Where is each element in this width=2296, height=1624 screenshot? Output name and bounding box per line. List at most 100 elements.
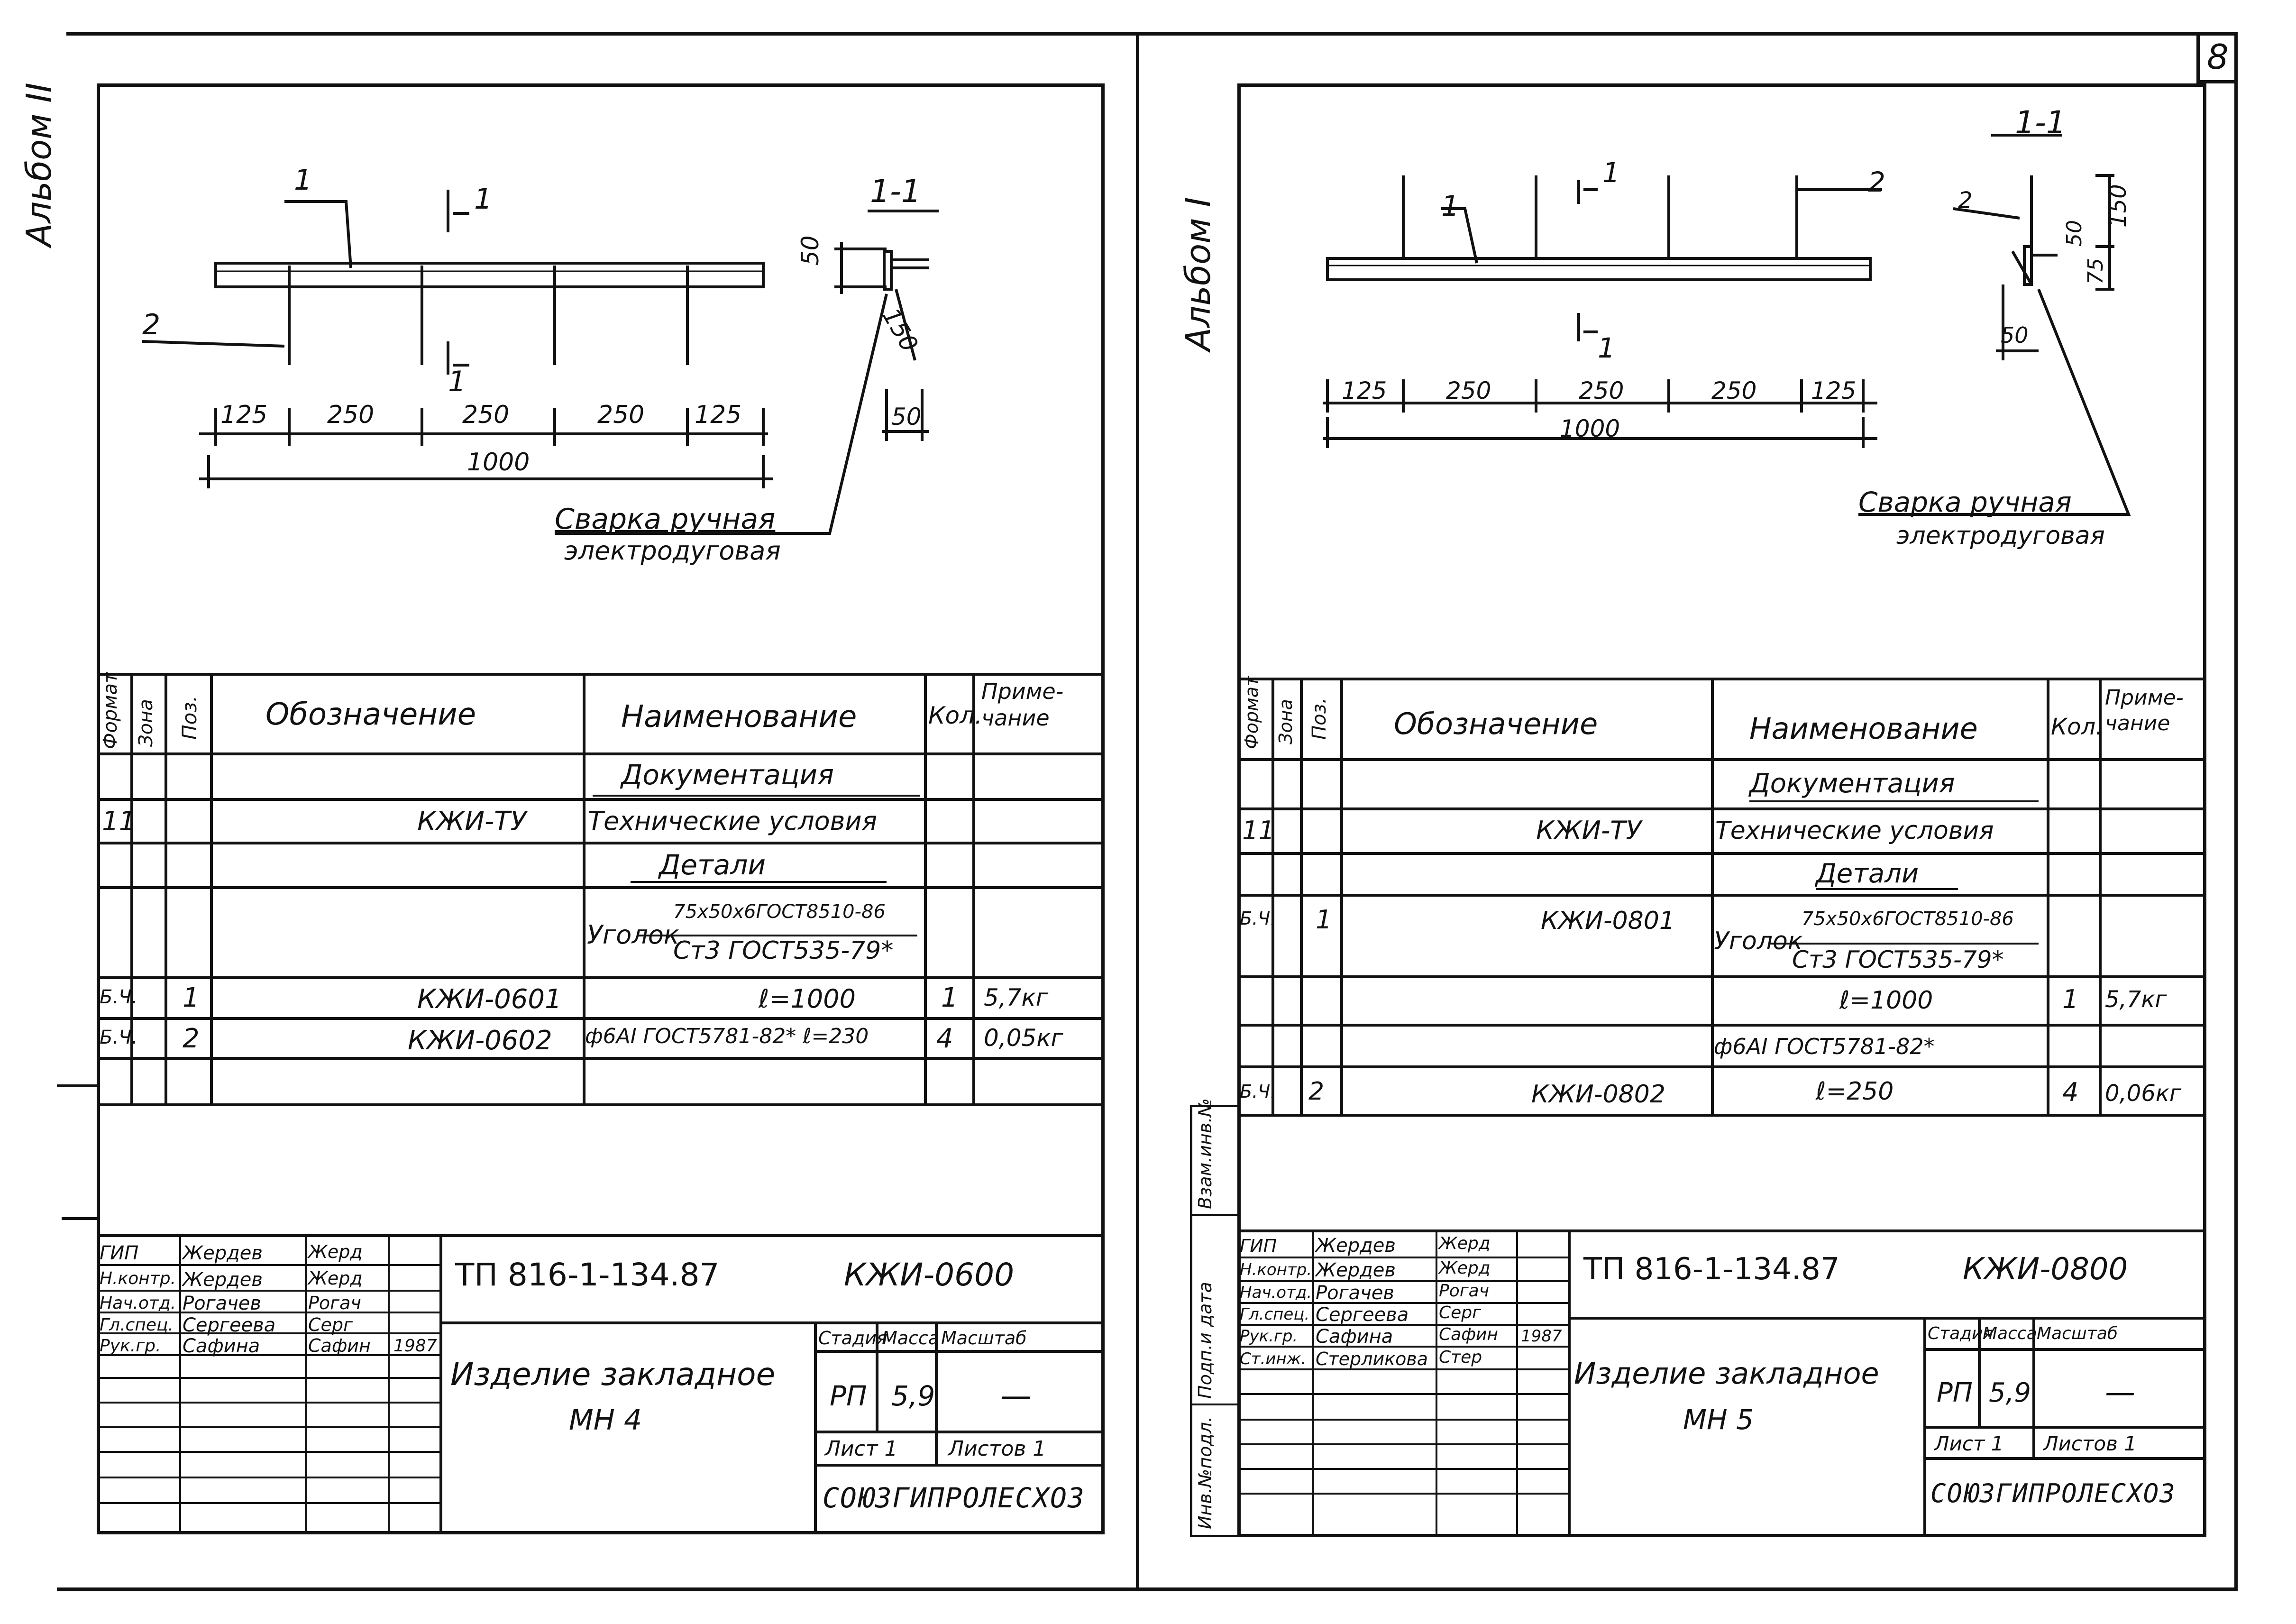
right-stamp-date-5: 1987 (1521, 1327, 1562, 1346)
right-stamp-name-2: Жердев (1316, 1259, 1396, 1281)
left-stamp-sign-1: Жерд (308, 1241, 363, 1262)
right-side-dim-1: 2 (1958, 187, 1973, 214)
right-stamp-role-4: Гл.спец. (1240, 1305, 1310, 1324)
left-stamp-stage-label: Стадия (818, 1328, 887, 1349)
top-border-line (66, 32, 2238, 36)
right-angle-top: 75х50х6ГОСТ8510-86 (1802, 908, 2014, 930)
right-doc-name: Технические условия (1715, 817, 1994, 845)
center-divider-line (1136, 32, 1139, 1587)
left-row2-name: ф6АI ГОСТ5781-82* ℓ=230 (585, 1024, 869, 1048)
right-section-mark-top: 1 (1602, 156, 1620, 189)
left-row2-qty: 4 (936, 1023, 953, 1054)
right-stamp-title-line2: МН 5 (1683, 1404, 1754, 1436)
right-stamp-mass-label: Масса (1983, 1324, 2037, 1343)
right-dim-2: 250 (1446, 377, 1491, 404)
right-side-label-sign: Подп.и дата (1195, 1282, 1216, 1399)
right-stamp-scale-label: Масштаб (2037, 1324, 2118, 1343)
left-details-section: Детали (659, 849, 766, 881)
left-row1-name: ℓ=1000 (759, 984, 856, 1014)
left-leader-1: 1 (294, 164, 312, 197)
left-angle-bottom: Ст3 ГОСТ535-79* (673, 936, 894, 965)
left-stamp-sign-5: Сафин (308, 1335, 371, 1356)
left-dim-total: 1000 (467, 448, 530, 477)
left-stamp-mass: 5,9 (891, 1380, 935, 1412)
left-stamp-code: КЖИ-0600 (844, 1257, 1015, 1293)
right-side-strip-top (1190, 1105, 1237, 1107)
right-dim-3: 250 (1579, 377, 1624, 404)
left-stamp-stage: РП (830, 1380, 867, 1412)
left-doc-designation: КЖИ-ТУ (417, 806, 527, 837)
left-row2-designation: КЖИ-0602 (408, 1025, 552, 1056)
right-dim-1: 125 (1342, 377, 1387, 404)
right-sheet-frame (1237, 83, 2206, 1537)
bottom-border-line (57, 1587, 2238, 1591)
right-stamp-sheets-label: Листов 1 (2043, 1432, 2137, 1455)
right-section-title: 1-1 (2015, 104, 2066, 141)
right-side-dim-2: 50 (2062, 220, 2086, 247)
left-stamp-name-5: Сафина (183, 1335, 260, 1357)
left-section-title: 1-1 (870, 173, 921, 210)
left-row1-pos: 1 (183, 982, 200, 1013)
right-row4-qty: 4 (2062, 1077, 2079, 1107)
left-stamp-sign-2: Жерд (308, 1268, 363, 1289)
page-number: 8 (2207, 37, 2229, 77)
right-stamp-org: СОЮЗГИПРОЛЕСХОЗ (1930, 1478, 2176, 1508)
left-section-mark-bottom: 1 (448, 365, 467, 398)
right-stamp-role-1: ГИП (1240, 1236, 1277, 1257)
right-side-strip-div2 (1190, 1404, 1237, 1405)
right-side-label-replace: Взам.инв.№ (1195, 1098, 1216, 1209)
right-leader-1: 1 (1441, 190, 1460, 223)
right-section-mark-bottom: 1 (1598, 332, 1615, 364)
left-doc-section: Документация (621, 759, 834, 791)
right-stamp-sign-1: Жерд (1439, 1234, 1491, 1253)
right-stamp-mass: 5,9 (1989, 1377, 2031, 1408)
left-row1-qty: 1 (941, 982, 958, 1013)
right-stamp-sign-2: Жерд (1439, 1258, 1491, 1278)
right-side-strip-div1 (1190, 1214, 1237, 1216)
right-row4-pos: 2 (1308, 1077, 1325, 1106)
right-stamp-sign-4: Серг (1439, 1303, 1482, 1322)
left-dim-4: 250 (597, 401, 645, 429)
right-header-note: Приме-чание (2105, 686, 2184, 735)
right-stamp-role-6: Ст.инж. (1240, 1349, 1307, 1368)
left-header-designation: Обозначение (265, 697, 476, 732)
left-header-name: Наименование (621, 699, 857, 734)
left-side-dim-3: 50 (891, 403, 922, 431)
left-side-dim-1: 50 (796, 235, 824, 266)
left-dim-1: 125 (220, 401, 268, 429)
right-row4-name: ℓ=250 (1816, 1077, 1894, 1106)
left-stamp-title-line1: Изделие закладное (450, 1356, 776, 1393)
right-angle-prefix: Уголок (1714, 927, 1803, 955)
right-row1-format: Б.Ч. (1240, 908, 1276, 929)
left-stamp-title-line2: МН 4 (569, 1404, 642, 1437)
left-header-zone: Зона (135, 699, 157, 747)
right-weld-line1: Сварка ручная (1858, 486, 2072, 518)
left-row2-format: Б.Ч. (100, 1027, 138, 1048)
right-stamp-sign-3: Рогач (1439, 1281, 1489, 1301)
right-stamp-title-line1: Изделие закладное (1574, 1356, 1879, 1391)
left-stamp-role-4: Гл.спец. (100, 1315, 174, 1335)
left-stamp-name-2: Жердев (183, 1269, 263, 1291)
right-header-qty: Кол. (2051, 714, 2103, 740)
right-album-label: Альбом I (1178, 197, 1218, 351)
right-side-strip-line (1190, 1105, 1192, 1536)
left-angle-top: 75х50х6ГОСТ8510-86 (673, 901, 886, 923)
left-stamp-date-5: 1987 (393, 1336, 437, 1356)
left-header-pos: Поз. (178, 696, 201, 740)
right-stamp-name-1: Жердев (1316, 1235, 1396, 1257)
left-row1-designation: КЖИ-0601 (417, 984, 562, 1015)
right-doc-section: Документация (1749, 768, 1955, 799)
right-row4-designation: КЖИ-0802 (1531, 1080, 1665, 1109)
right-doc-designation: КЖИ-ТУ (1536, 816, 1642, 845)
left-header-format: Формат (100, 672, 121, 749)
left-row1-note: 5,7кг (984, 984, 1048, 1011)
left-stamp-org: СОЮЗГИПРОЛЕСХОЗ (823, 1482, 1085, 1514)
right-leader-2: 2 (1868, 166, 1885, 198)
right-row1-designation: КЖИ-0801 (1541, 907, 1675, 935)
right-header-name: Наименование (1749, 711, 1978, 746)
right-stamp-name-4: Сергеева (1316, 1304, 1409, 1326)
left-stamp-sign-3: Рогач (308, 1293, 361, 1313)
page-number-box (2196, 32, 2238, 83)
right-side-dim-5: 50 (2001, 322, 2029, 348)
left-row1-format: Б.Ч. (100, 986, 138, 1008)
